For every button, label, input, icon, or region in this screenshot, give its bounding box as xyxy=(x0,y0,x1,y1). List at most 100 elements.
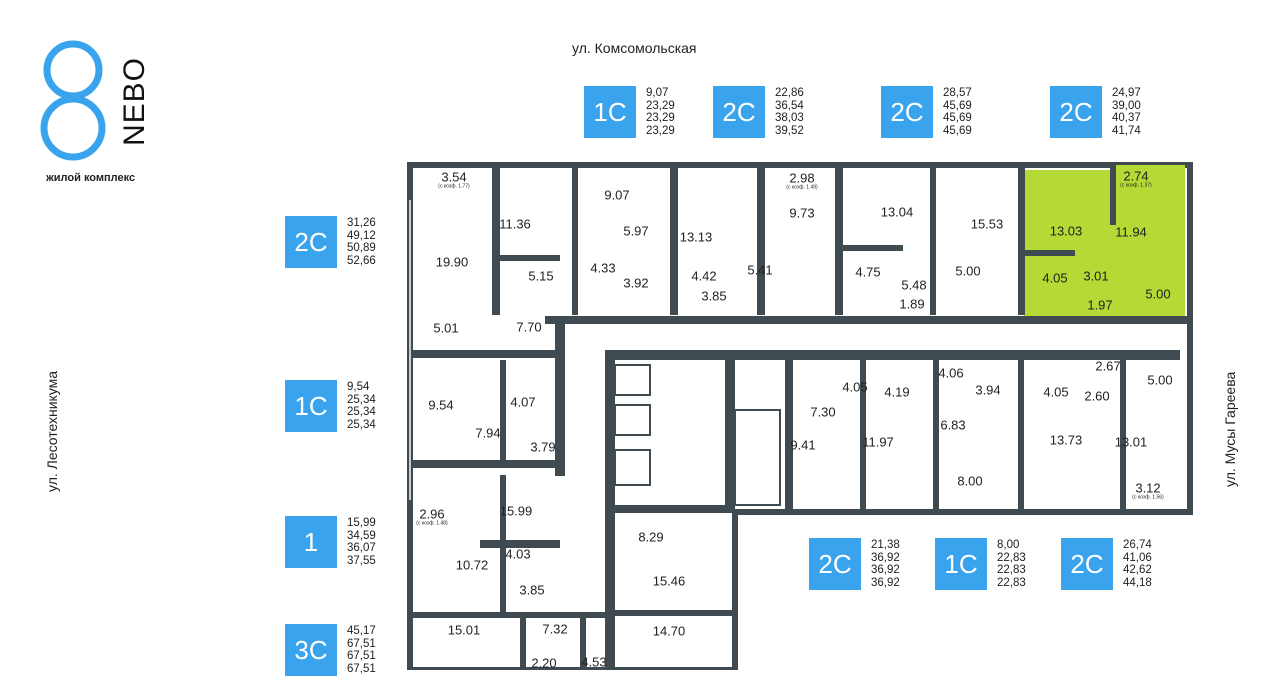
area-value: 52,66 xyxy=(347,254,376,267)
area-value: 37,55 xyxy=(347,554,376,567)
room-area: 9.54 xyxy=(428,397,454,413)
apartment-type-badge: 1 xyxy=(285,516,337,568)
room-area-label: 5.01 xyxy=(433,322,458,335)
room-area: 1.97 xyxy=(1087,297,1113,313)
room-area: 7.32 xyxy=(542,621,568,637)
room-area-label: 4.05 xyxy=(842,381,867,394)
apartment-type-badge: 1С xyxy=(584,86,636,138)
room-area: 4.75 xyxy=(855,264,881,280)
area-value: 36,54 xyxy=(775,99,804,112)
area-value: 23,29 xyxy=(646,112,675,124)
room-area-label: 2.98(с коэф. 1.49) xyxy=(786,172,817,191)
area-value: 36,92 xyxy=(871,564,900,576)
room-area-label: 15.53 xyxy=(971,218,1004,231)
area-value: 21,38 xyxy=(871,539,900,551)
area-value: 40,37 xyxy=(1112,112,1141,124)
area-value: 45,69 xyxy=(943,112,972,124)
area-value: 15,99 xyxy=(347,517,376,529)
room-area-label: 13.73 xyxy=(1050,434,1083,447)
apartment-type-badge: 2С xyxy=(285,216,337,268)
area-value: 39,00 xyxy=(1112,99,1141,112)
room-area-label: 4.06 xyxy=(938,367,963,380)
room-area-label: 7.30 xyxy=(810,406,835,419)
room-area-label: 5.00 xyxy=(1145,288,1170,301)
apartment-type-badge: 2С xyxy=(1050,86,1102,138)
room-area: 13.03 xyxy=(1049,223,1083,239)
apartment-type-badge: 1С xyxy=(935,538,987,590)
room-area-label: 5.48 xyxy=(901,279,926,292)
room-area-label: 4.53 xyxy=(581,656,606,669)
area-value: 26,74 xyxy=(1123,539,1152,551)
room-area: 11.97 xyxy=(862,434,894,450)
room-area: 5.48 xyxy=(901,277,927,293)
room-area: 4.06 xyxy=(938,365,964,381)
area-value: 25,34 xyxy=(347,393,376,406)
room-area-label: 6.83 xyxy=(940,419,965,432)
room-area-label: 7.70 xyxy=(516,321,541,334)
area-value: 22,86 xyxy=(775,87,804,99)
area-value: 45,17 xyxy=(347,625,376,637)
apartment-type-badge: 2С xyxy=(713,86,765,138)
area-value: 9,07 xyxy=(646,87,669,99)
room-area: 3.01 xyxy=(1083,268,1109,284)
room-area-label: 9.54 xyxy=(428,399,453,412)
area-value: 22,83 xyxy=(997,551,1026,564)
room-area-label: 13.03 xyxy=(1050,225,1083,238)
room-area: 5.00 xyxy=(1147,372,1173,388)
room-area-label: 3.85 xyxy=(519,584,544,597)
room-area: 4.05 xyxy=(1043,384,1069,400)
room-area: 15.99 xyxy=(499,503,533,519)
street-top: ул. Комсомольская xyxy=(572,40,697,56)
area-value: 45,69 xyxy=(943,99,972,112)
room-area-label: 3.94 xyxy=(975,384,1000,397)
room-area-label: 3.12(с коэф. 1.56) xyxy=(1132,482,1163,501)
room-area: 4.05 xyxy=(842,379,868,395)
area-value: 22,83 xyxy=(997,576,1026,589)
room-area: 2.74 xyxy=(1123,168,1149,184)
room-area-label: 13.04 xyxy=(881,206,914,219)
apartment-type-badge: 2С xyxy=(1061,538,1113,590)
area-value: 38,03 xyxy=(775,112,804,124)
area-value: 9,54 xyxy=(347,381,370,393)
room-area: 5.00 xyxy=(955,263,981,279)
room-area-label: 5.00 xyxy=(1147,374,1172,387)
room-area: 5.01 xyxy=(433,320,459,336)
area-value: 67,51 xyxy=(347,650,376,662)
area-value: 49,12 xyxy=(347,229,376,242)
room-area: 3.92 xyxy=(623,275,649,291)
room-area: 4.19 xyxy=(884,384,910,400)
room-area-label: 1.89 xyxy=(899,298,924,311)
room-area: 10.72 xyxy=(455,557,489,573)
room-coefficient: (с коэф. 1.77) xyxy=(438,183,470,190)
area-value: 44,18 xyxy=(1123,576,1152,589)
room-area: 7.30 xyxy=(810,404,836,420)
room-area: 5.00 xyxy=(1145,286,1171,302)
room-area-label: 9.07 xyxy=(604,189,629,202)
room-area: 5.97 xyxy=(623,223,649,239)
room-area-label: 5.00 xyxy=(955,265,980,278)
area-value: 39,52 xyxy=(775,124,804,137)
area-value: 31,26 xyxy=(347,217,376,229)
brand-subtitle: жилой комплекс xyxy=(46,172,136,184)
room-area-label: 8.29 xyxy=(638,531,663,544)
area-value: 45,69 xyxy=(943,124,972,137)
room-area: 4.42 xyxy=(691,268,717,284)
room-area: 4.07 xyxy=(510,394,536,410)
